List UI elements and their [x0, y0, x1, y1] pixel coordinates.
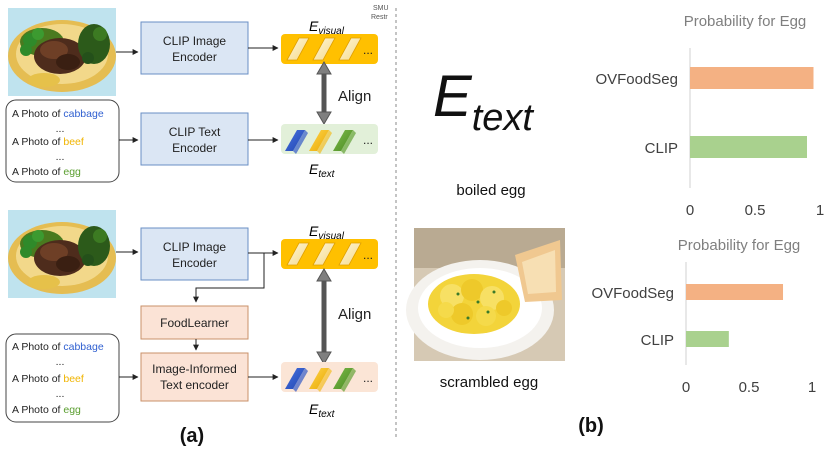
- prompt-bottom-dots-2: ...: [56, 388, 65, 400]
- clip-text-encoder-top-line1: CLIP Text: [169, 125, 221, 139]
- align-arrow-top-head-down: [316, 111, 332, 125]
- visual-embedding-slab: [286, 37, 310, 61]
- visual-embedding-slab: [286, 242, 310, 266]
- scrambled-egg-photo: [406, 228, 565, 361]
- food-photo-top: [8, 8, 116, 96]
- clip-text-encoder-top: CLIP Text Encoder: [140, 112, 249, 166]
- e-visual-bottom-label: Evisual: [309, 223, 345, 242]
- e-text-bottom-cubes: [285, 368, 356, 392]
- chart-bar: [686, 331, 729, 347]
- e-visual-bottom-slabs: [286, 242, 362, 266]
- align-arrow-bottom-head-up: [316, 268, 332, 282]
- image-informed-text-encoder: Image-Informed Text encoder: [140, 352, 249, 402]
- arrow-encoder-to-foodlearner: [193, 253, 265, 303]
- chart-category-label: OVFoodSeg: [595, 71, 678, 88]
- prompt-top-dots-1: ...: [56, 123, 65, 135]
- e-text-top-cubes: [285, 130, 356, 154]
- align-arrow-bottom-head-down: [316, 351, 332, 365]
- chart-tick-label: 1: [808, 379, 816, 396]
- chart-category-label: CLIP: [641, 332, 674, 349]
- chart-tick-label: 1: [816, 202, 824, 219]
- clip-image-encoder-bottom-line2: Encoder: [172, 256, 217, 270]
- chart-title: Probability for Egg: [684, 13, 807, 30]
- visual-embedding-slab: [312, 37, 336, 61]
- prompt-top-egg: A Photo of egg: [12, 166, 81, 178]
- clip-image-encoder-bottom: CLIP Image Encoder: [140, 227, 249, 281]
- e-visual-bottom-ellipsis: ...: [363, 248, 373, 262]
- clip-image-encoder-top-line1: CLIP Image: [163, 34, 226, 48]
- caption-scrambled-egg: scrambled egg: [440, 374, 538, 391]
- panel-b-label: (b): [578, 415, 604, 437]
- align-label-top: Align: [338, 88, 371, 105]
- prompt-top-dots-2: ...: [56, 151, 65, 163]
- clip-image-encoder-top-line2: Encoder: [172, 50, 217, 64]
- etext-logo: Etext: [433, 64, 534, 139]
- align-arrow-top-head-up: [316, 61, 332, 75]
- e-text-bottom-ellipsis: ...: [363, 371, 373, 385]
- chart-tick-label: 0: [686, 202, 694, 219]
- chart-tick-label: 0: [682, 379, 690, 396]
- image-informed-encoder-line1: Image-Informed: [152, 362, 237, 376]
- cabbage-embedding: [285, 130, 308, 154]
- chart-category-label: CLIP: [645, 140, 678, 157]
- prompt-top-beef: A Photo of beef: [12, 136, 84, 148]
- e-text-bottom-embeddings: ...: [281, 362, 378, 392]
- e-visual-top-label: Evisual: [309, 18, 345, 37]
- e-text-bottom-label: Etext: [309, 401, 336, 420]
- e-visual-top-slabs: [286, 37, 362, 61]
- e-text-top-label: Etext: [309, 161, 336, 180]
- align-label-bottom: Align: [338, 306, 371, 323]
- beef-embedding: [309, 368, 332, 392]
- chart-bar: [686, 284, 784, 300]
- clip-image-encoder-top: CLIP Image Encoder: [140, 21, 249, 75]
- chart-bar: [690, 136, 807, 158]
- prompt-bottom-cabbage: A Photo of cabbage: [12, 341, 104, 353]
- visual-embedding-slab: [312, 242, 336, 266]
- e-visual-bottom-embeddings: ...: [281, 239, 378, 269]
- chart-category-label: OVFoodSeg: [591, 285, 674, 302]
- prompt-bottom-egg: A Photo of egg: [12, 404, 81, 416]
- e-text-top-embeddings: ...: [281, 124, 378, 154]
- prompt-list-top: A Photo of cabbage ... A Photo of beef .…: [5, 99, 120, 183]
- foodlearner-label: FoodLearner: [160, 316, 229, 330]
- visual-embedding-slab: [338, 242, 362, 266]
- e-visual-top-embeddings: ...: [281, 34, 378, 64]
- egg-embedding: [333, 130, 356, 154]
- foodlearner-box: FoodLearner: [140, 305, 249, 340]
- egg-embedding: [333, 368, 356, 392]
- chart-tick-label: 0.5: [745, 202, 766, 219]
- chart-bar: [690, 67, 814, 89]
- chart-tick-label: 0.5: [739, 379, 760, 396]
- image-informed-encoder-line2: Text encoder: [160, 378, 229, 392]
- chart-title: Probability for Egg: [678, 237, 801, 254]
- e-visual-top-ellipsis: ...: [363, 43, 373, 57]
- clip-text-encoder-top-line2: Encoder: [172, 141, 217, 155]
- prompt-list-bottom: A Photo of cabbage ... A Photo of beef .…: [5, 333, 120, 423]
- prompt-bottom-dots-1: ...: [56, 356, 65, 368]
- watermark-line-1: SMU: [373, 5, 389, 12]
- e-text-top-ellipsis: ...: [363, 133, 373, 147]
- beef-embedding: [309, 130, 332, 154]
- clip-image-encoder-bottom-line1: CLIP Image: [163, 240, 226, 254]
- caption-boiled-egg: boiled egg: [456, 182, 525, 199]
- panel-a-label: (a): [180, 425, 204, 447]
- prompt-top-cabbage: A Photo of cabbage: [12, 108, 104, 120]
- prompt-bottom-beef: A Photo of beef: [12, 373, 84, 385]
- watermark-line-2: Restr: [371, 14, 388, 21]
- visual-embedding-slab: [338, 37, 362, 61]
- cabbage-embedding: [285, 368, 308, 392]
- food-photo-bottom: [8, 210, 116, 298]
